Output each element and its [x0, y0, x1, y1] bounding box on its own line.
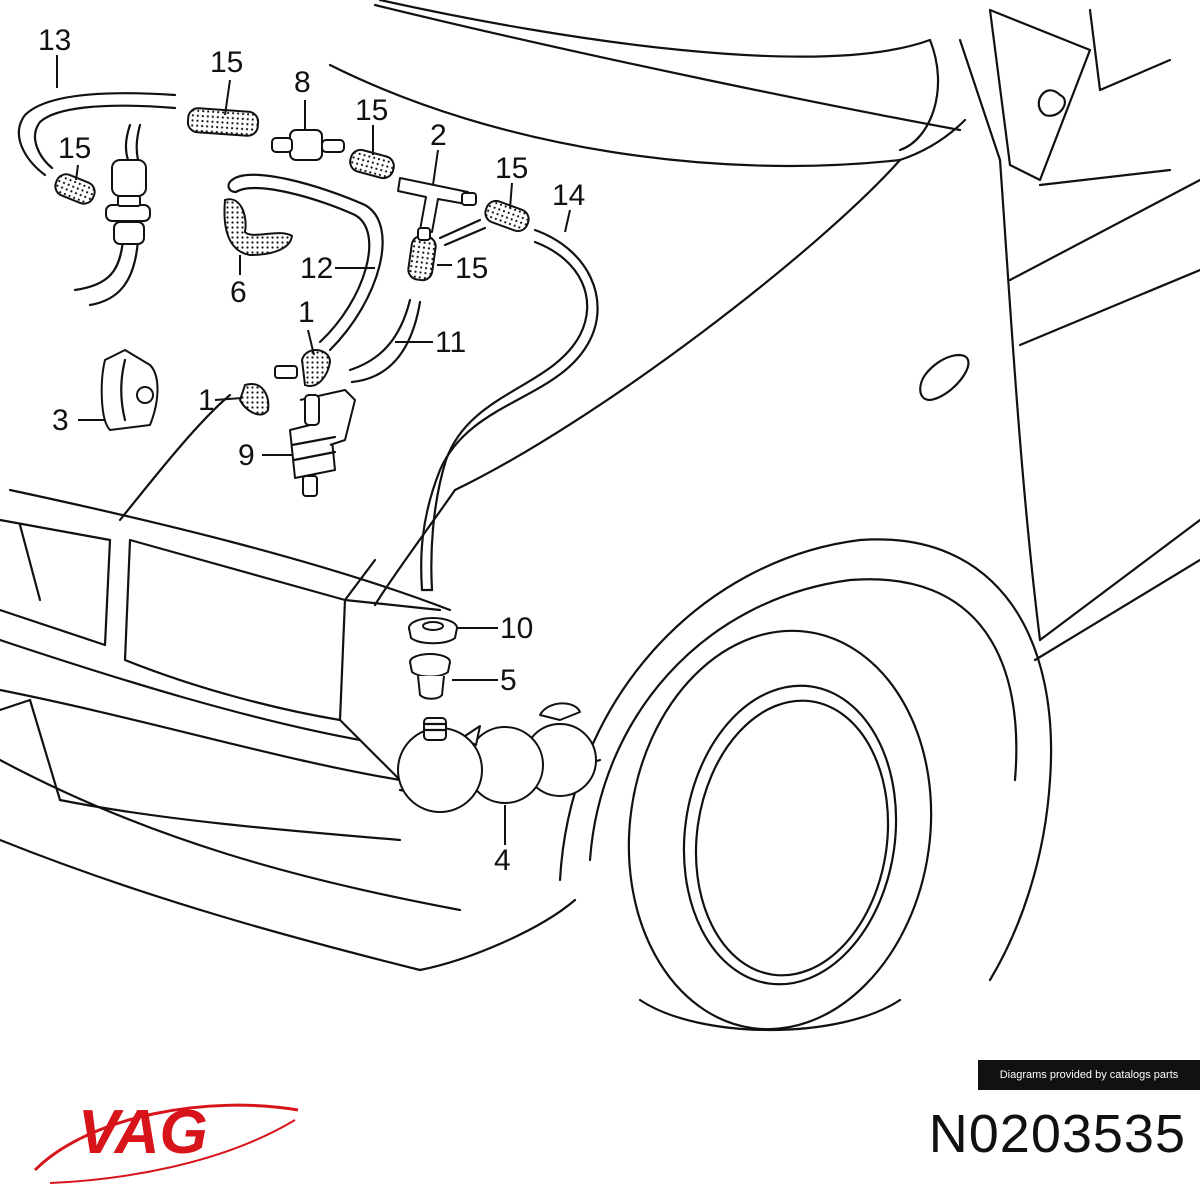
callout-8: 8: [294, 66, 311, 99]
valve-left: [105, 159, 151, 245]
car-body-outline: [0, 0, 1200, 1031]
callout-1-lower: 1: [198, 384, 215, 417]
callout-13: 13: [38, 24, 71, 57]
sleeve-15-e: [407, 234, 437, 282]
callout-15-mid: 15: [355, 94, 388, 127]
callout-1-upper: 1: [298, 296, 315, 329]
hose-14: [420, 228, 599, 592]
callout-15-top: 15: [210, 46, 243, 79]
callout-3: 3: [52, 404, 69, 437]
grommet-5: [409, 653, 451, 700]
callout-10: 10: [500, 612, 533, 645]
hose-11: [348, 298, 422, 384]
hose-12: [227, 173, 384, 352]
part-number: N0203535: [928, 1104, 1186, 1164]
sleeve-15-c: [349, 148, 395, 180]
callout-15-right: 15: [495, 152, 528, 185]
callout-6: 6: [230, 276, 247, 309]
hose-13: [17, 92, 177, 177]
check-valve-8: [271, 100, 345, 161]
connector-1-lower: [238, 383, 270, 416]
callout-2: 2: [430, 119, 447, 152]
callout-15-lower: 15: [455, 252, 488, 285]
nut-10: [408, 617, 458, 645]
hose-right-stub: [438, 218, 487, 247]
callout-11: 11: [435, 326, 466, 359]
callout-14: 14: [552, 179, 585, 212]
callout-15-left: 15: [58, 132, 91, 165]
callout-9: 9: [238, 439, 255, 472]
vag-logo: VAG: [33, 1098, 299, 1184]
elbow-hose-6: [223, 198, 294, 257]
sleeve-15-b: [54, 173, 96, 205]
callout-5: 5: [500, 664, 517, 697]
sleeve-15-d: [484, 199, 530, 233]
hose-left-vertical: [73, 123, 142, 307]
callout-12: 12: [300, 252, 333, 285]
clip-3: [100, 349, 159, 431]
washer-nozzles-4: [397, 702, 597, 813]
diagram-credit-banner: Diagrams provided by catalogs parts: [978, 1060, 1200, 1090]
connector-1-upper: [274, 349, 332, 387]
leader-lines: [56, 55, 571, 845]
sleeve-15-a: [186, 107, 260, 137]
valve-9: [289, 389, 356, 497]
vag-logo-text: VAG: [78, 1098, 208, 1167]
callout-labels: 13 15 8 15 2 15 14 15 6 12 15 11 1 1 3 9…: [38, 24, 585, 877]
t-connector-2: [397, 149, 477, 241]
callout-4: 4: [494, 844, 511, 877]
